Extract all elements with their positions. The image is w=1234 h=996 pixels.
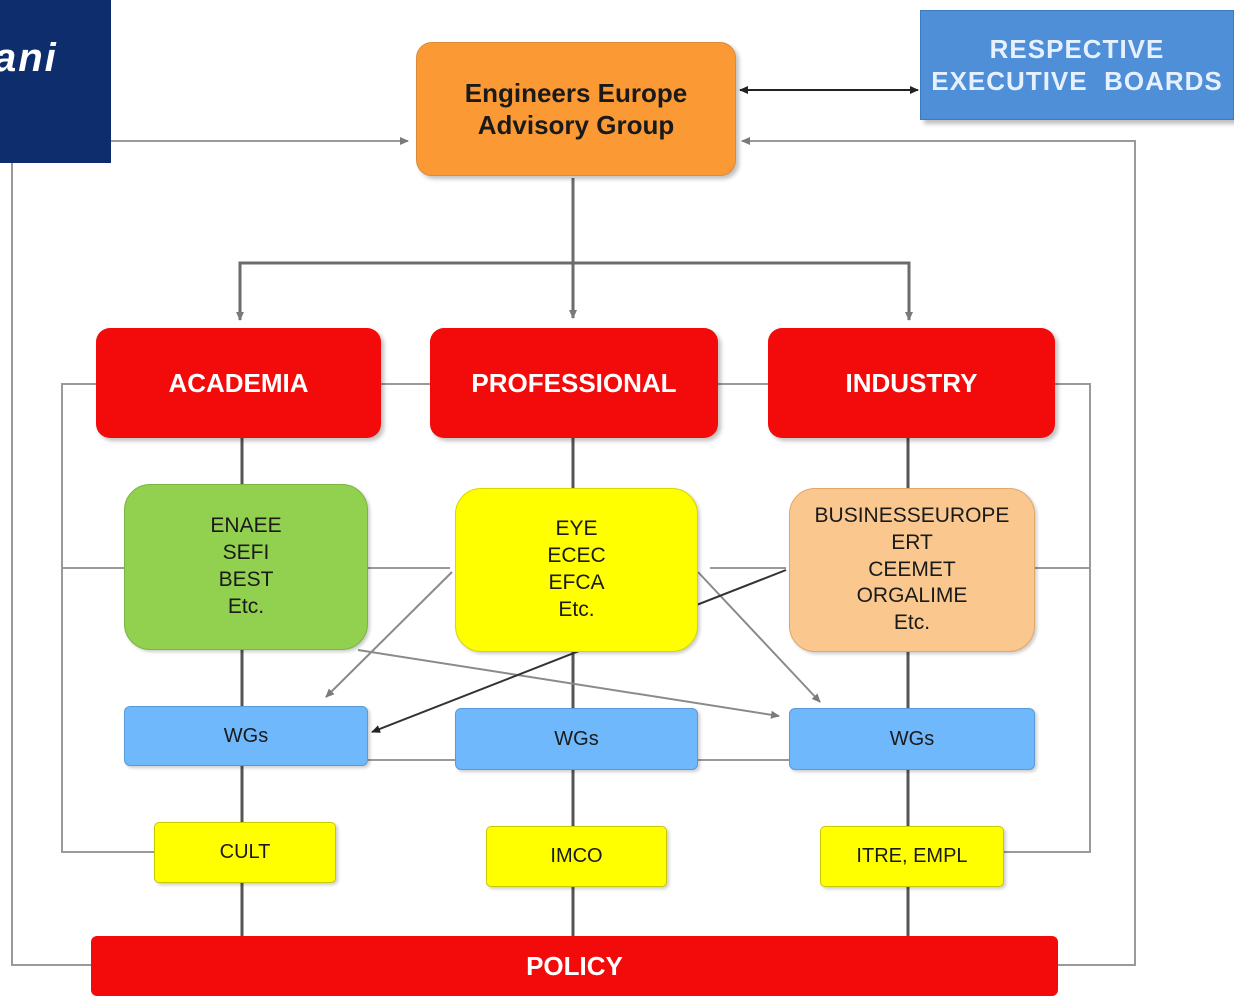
academia-orgs-box: ENAEE SEFI BEST Etc.: [124, 484, 368, 650]
professional-orgs-box: EYE ECEC EFCA Etc.: [455, 488, 698, 652]
advisory-line-1: Engineers Europe: [464, 77, 688, 108]
pillar-industry: INDUSTRY: [768, 328, 1055, 438]
org-item: ECEC: [547, 544, 606, 568]
org-item: SEFI: [222, 541, 270, 565]
policy-bar: POLICY: [91, 936, 1058, 996]
industry-orgs-box: BUSINESSEUROPE ERT CEEMET ORGALIME Etc.: [789, 488, 1035, 652]
boards-line-1: RESPECTIVE: [989, 33, 1165, 64]
policy-label: POLICY: [526, 950, 623, 981]
committee-label: CULT: [219, 841, 271, 863]
industry-wgs-box: WGs: [789, 708, 1035, 770]
pillar-academia-label: ACADEMIA: [168, 367, 309, 398]
wg-label: WGs: [889, 727, 935, 750]
logo: ani: [0, 0, 111, 163]
committee-cult: CULT: [154, 822, 336, 883]
committee-label: ITRE, EMPL: [856, 845, 968, 867]
academia-wgs-box: WGs: [124, 706, 368, 766]
committee-imco: IMCO: [486, 826, 667, 887]
executive-boards-box: RESPECTIVE EXECUTIVE BOARDS: [920, 10, 1234, 120]
org-item: BUSINESSEUROPE: [814, 503, 1010, 527]
wg-label: WGs: [554, 727, 599, 750]
pillar-professional: PROFESSIONAL: [430, 328, 718, 438]
org-item: BEST: [218, 568, 274, 591]
boards-line-2: EXECUTIVE BOARDS: [931, 66, 1223, 96]
wg-label: WGs: [223, 724, 269, 747]
org-item: CEEMET: [868, 557, 956, 581]
professional-wgs-box: WGs: [455, 708, 698, 770]
committee-itre-empl: ITRE, EMPL: [820, 826, 1004, 887]
org-item: EYE: [555, 517, 598, 541]
org-item: ENAEE: [210, 514, 282, 538]
pillar-academia: ACADEMIA: [96, 328, 381, 438]
logo-text: ani: [0, 36, 58, 80]
pillar-industry-label: INDUSTRY: [845, 367, 978, 398]
org-item: Etc.: [893, 611, 931, 635]
org-item: ERT: [891, 530, 933, 554]
advisory-line-2: Advisory Group: [477, 110, 675, 140]
org-item: Etc.: [227, 594, 265, 618]
advisory-group-box: Engineers Europe Advisory Group: [416, 42, 736, 176]
org-item: Etc.: [558, 597, 595, 621]
org-item: ORGALIME: [856, 584, 968, 608]
pillar-professional-label: PROFESSIONAL: [471, 367, 677, 398]
committee-label: IMCO: [550, 845, 603, 867]
org-item: EFCA: [548, 571, 605, 594]
